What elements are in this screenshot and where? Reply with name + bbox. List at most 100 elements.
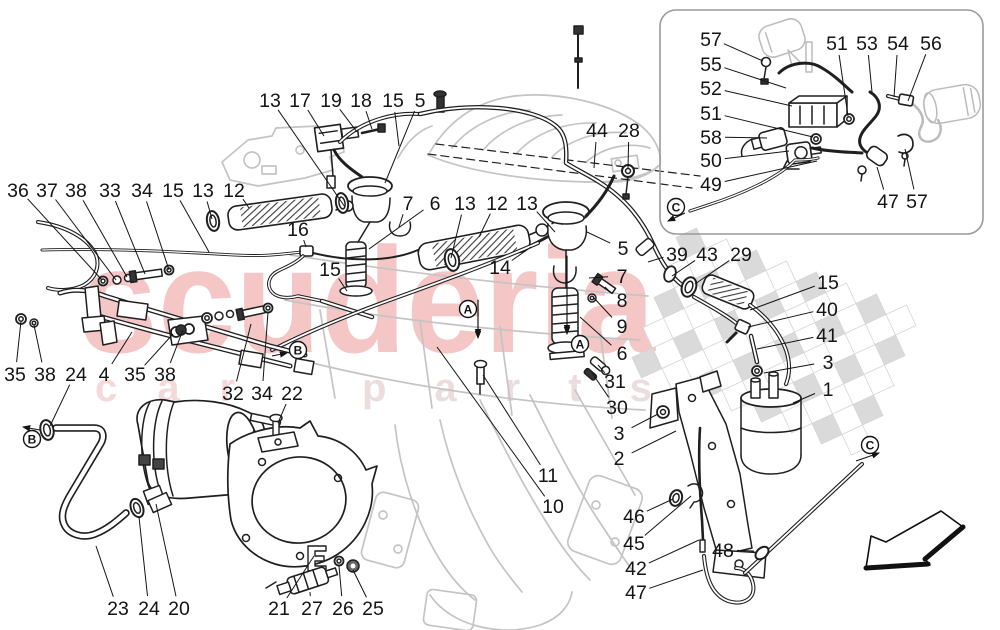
leader-line [82, 200, 128, 278]
leader-line [339, 108, 358, 133]
part-callout-31: 31 [604, 371, 626, 393]
part-callout-37: 37 [36, 180, 58, 202]
leader-line [724, 136, 768, 139]
leader-line [384, 110, 416, 184]
flag-cell [822, 383, 854, 415]
part-callout-13: 13 [192, 180, 214, 202]
part-callout-7: 7 [617, 266, 628, 288]
part-callout-15: 15 [319, 259, 341, 281]
leader-line [646, 498, 674, 512]
leader-line [95, 545, 114, 597]
view-marker-circle-A [570, 334, 590, 354]
flag-cell [803, 342, 835, 374]
leader-line [338, 278, 348, 292]
view-arrow-B [271, 351, 289, 358]
leader-line [867, 54, 873, 93]
part-callout-11: 11 [538, 465, 558, 487]
leader-line [724, 115, 814, 138]
leader-line [597, 364, 606, 374]
part-callout-38: 38 [34, 364, 56, 386]
leader-line [277, 109, 346, 208]
part-callout-40: 40 [816, 299, 838, 321]
part-callout-2: 2 [614, 448, 625, 470]
part-callout-51: 51 [826, 33, 848, 55]
leader-line [262, 311, 269, 382]
part-callout-34: 34 [131, 180, 153, 202]
leader-line [644, 495, 692, 536]
part-callout-3: 3 [823, 352, 834, 374]
flag-cell [825, 282, 857, 314]
view-marker-letter-C: C [672, 201, 681, 215]
part-callout-10: 10 [542, 496, 564, 518]
leader-line [55, 199, 117, 281]
flag-cell [844, 323, 876, 355]
part-callout-43: 43 [696, 244, 718, 266]
leader-line [604, 286, 612, 294]
part-callout-20: 20 [168, 598, 190, 620]
flag-cell [811, 413, 843, 445]
view-arrow-C [855, 452, 881, 462]
part-callout-47: 47 [625, 582, 647, 604]
part-callout-56: 56 [920, 33, 942, 55]
part-callout-15: 15 [162, 180, 184, 202]
leader-line [694, 260, 730, 285]
leader-line [511, 246, 532, 261]
view-arrow-B [21, 424, 41, 432]
part-callout-38: 38 [154, 364, 176, 386]
leader-line [588, 276, 609, 279]
part-callout-3: 3 [614, 423, 625, 445]
leader-line [724, 150, 790, 160]
leader-line [394, 111, 400, 147]
part-callout-18: 18 [350, 90, 372, 112]
part-callout-24: 24 [65, 364, 87, 386]
part-callout-34: 34 [251, 383, 273, 405]
leader-line [647, 256, 664, 263]
flag-cell [675, 227, 707, 259]
leader-line [155, 503, 177, 597]
part-callout-42: 42 [625, 558, 647, 580]
leader-line [478, 213, 491, 238]
flag-cell [885, 304, 917, 336]
part-callout-21: 21 [268, 598, 290, 620]
leader-line [16, 320, 22, 363]
checkered-flag-watermark [631, 227, 917, 456]
part-callout-29: 29 [730, 244, 752, 266]
part-callout-51: 51 [700, 103, 722, 125]
part-callout-53: 53 [856, 33, 878, 55]
flag-cell [781, 402, 813, 434]
leader-line [307, 109, 325, 137]
part-callout-26: 26 [332, 598, 354, 620]
part-callout-13: 13 [259, 90, 281, 112]
leader-line [593, 141, 597, 169]
part-callout-39: 39 [666, 244, 688, 266]
leader-line [398, 214, 404, 228]
leader-line [482, 374, 541, 466]
leader-line [904, 148, 915, 190]
leader-line [671, 259, 696, 277]
leader-line [236, 323, 252, 382]
leader-line [763, 363, 815, 374]
flag-cell [855, 293, 887, 325]
part-callout-57: 57 [906, 191, 928, 213]
part-callout-16: 16 [287, 219, 309, 241]
parts-line-art [15, 25, 864, 605]
part-callout-4: 4 [99, 364, 110, 386]
part-callout-58: 58 [700, 127, 722, 149]
view-marker-circle-C [666, 197, 686, 217]
flag-cell [784, 301, 816, 333]
leader-line [838, 54, 849, 117]
leader-line [724, 90, 793, 107]
leader-line [436, 346, 546, 497]
part-callout-5: 5 [618, 238, 629, 260]
part-callout-35: 35 [124, 364, 146, 386]
leader-line [338, 565, 343, 597]
part-callout-15: 15 [817, 272, 839, 294]
flag-cell [833, 353, 865, 385]
leader-line [242, 198, 250, 209]
part-callout-45: 45 [623, 533, 645, 555]
flag-cell [814, 312, 846, 344]
leader-line [33, 324, 43, 363]
part-callout-24: 24 [138, 598, 160, 620]
part-callout-46: 46 [623, 506, 645, 528]
